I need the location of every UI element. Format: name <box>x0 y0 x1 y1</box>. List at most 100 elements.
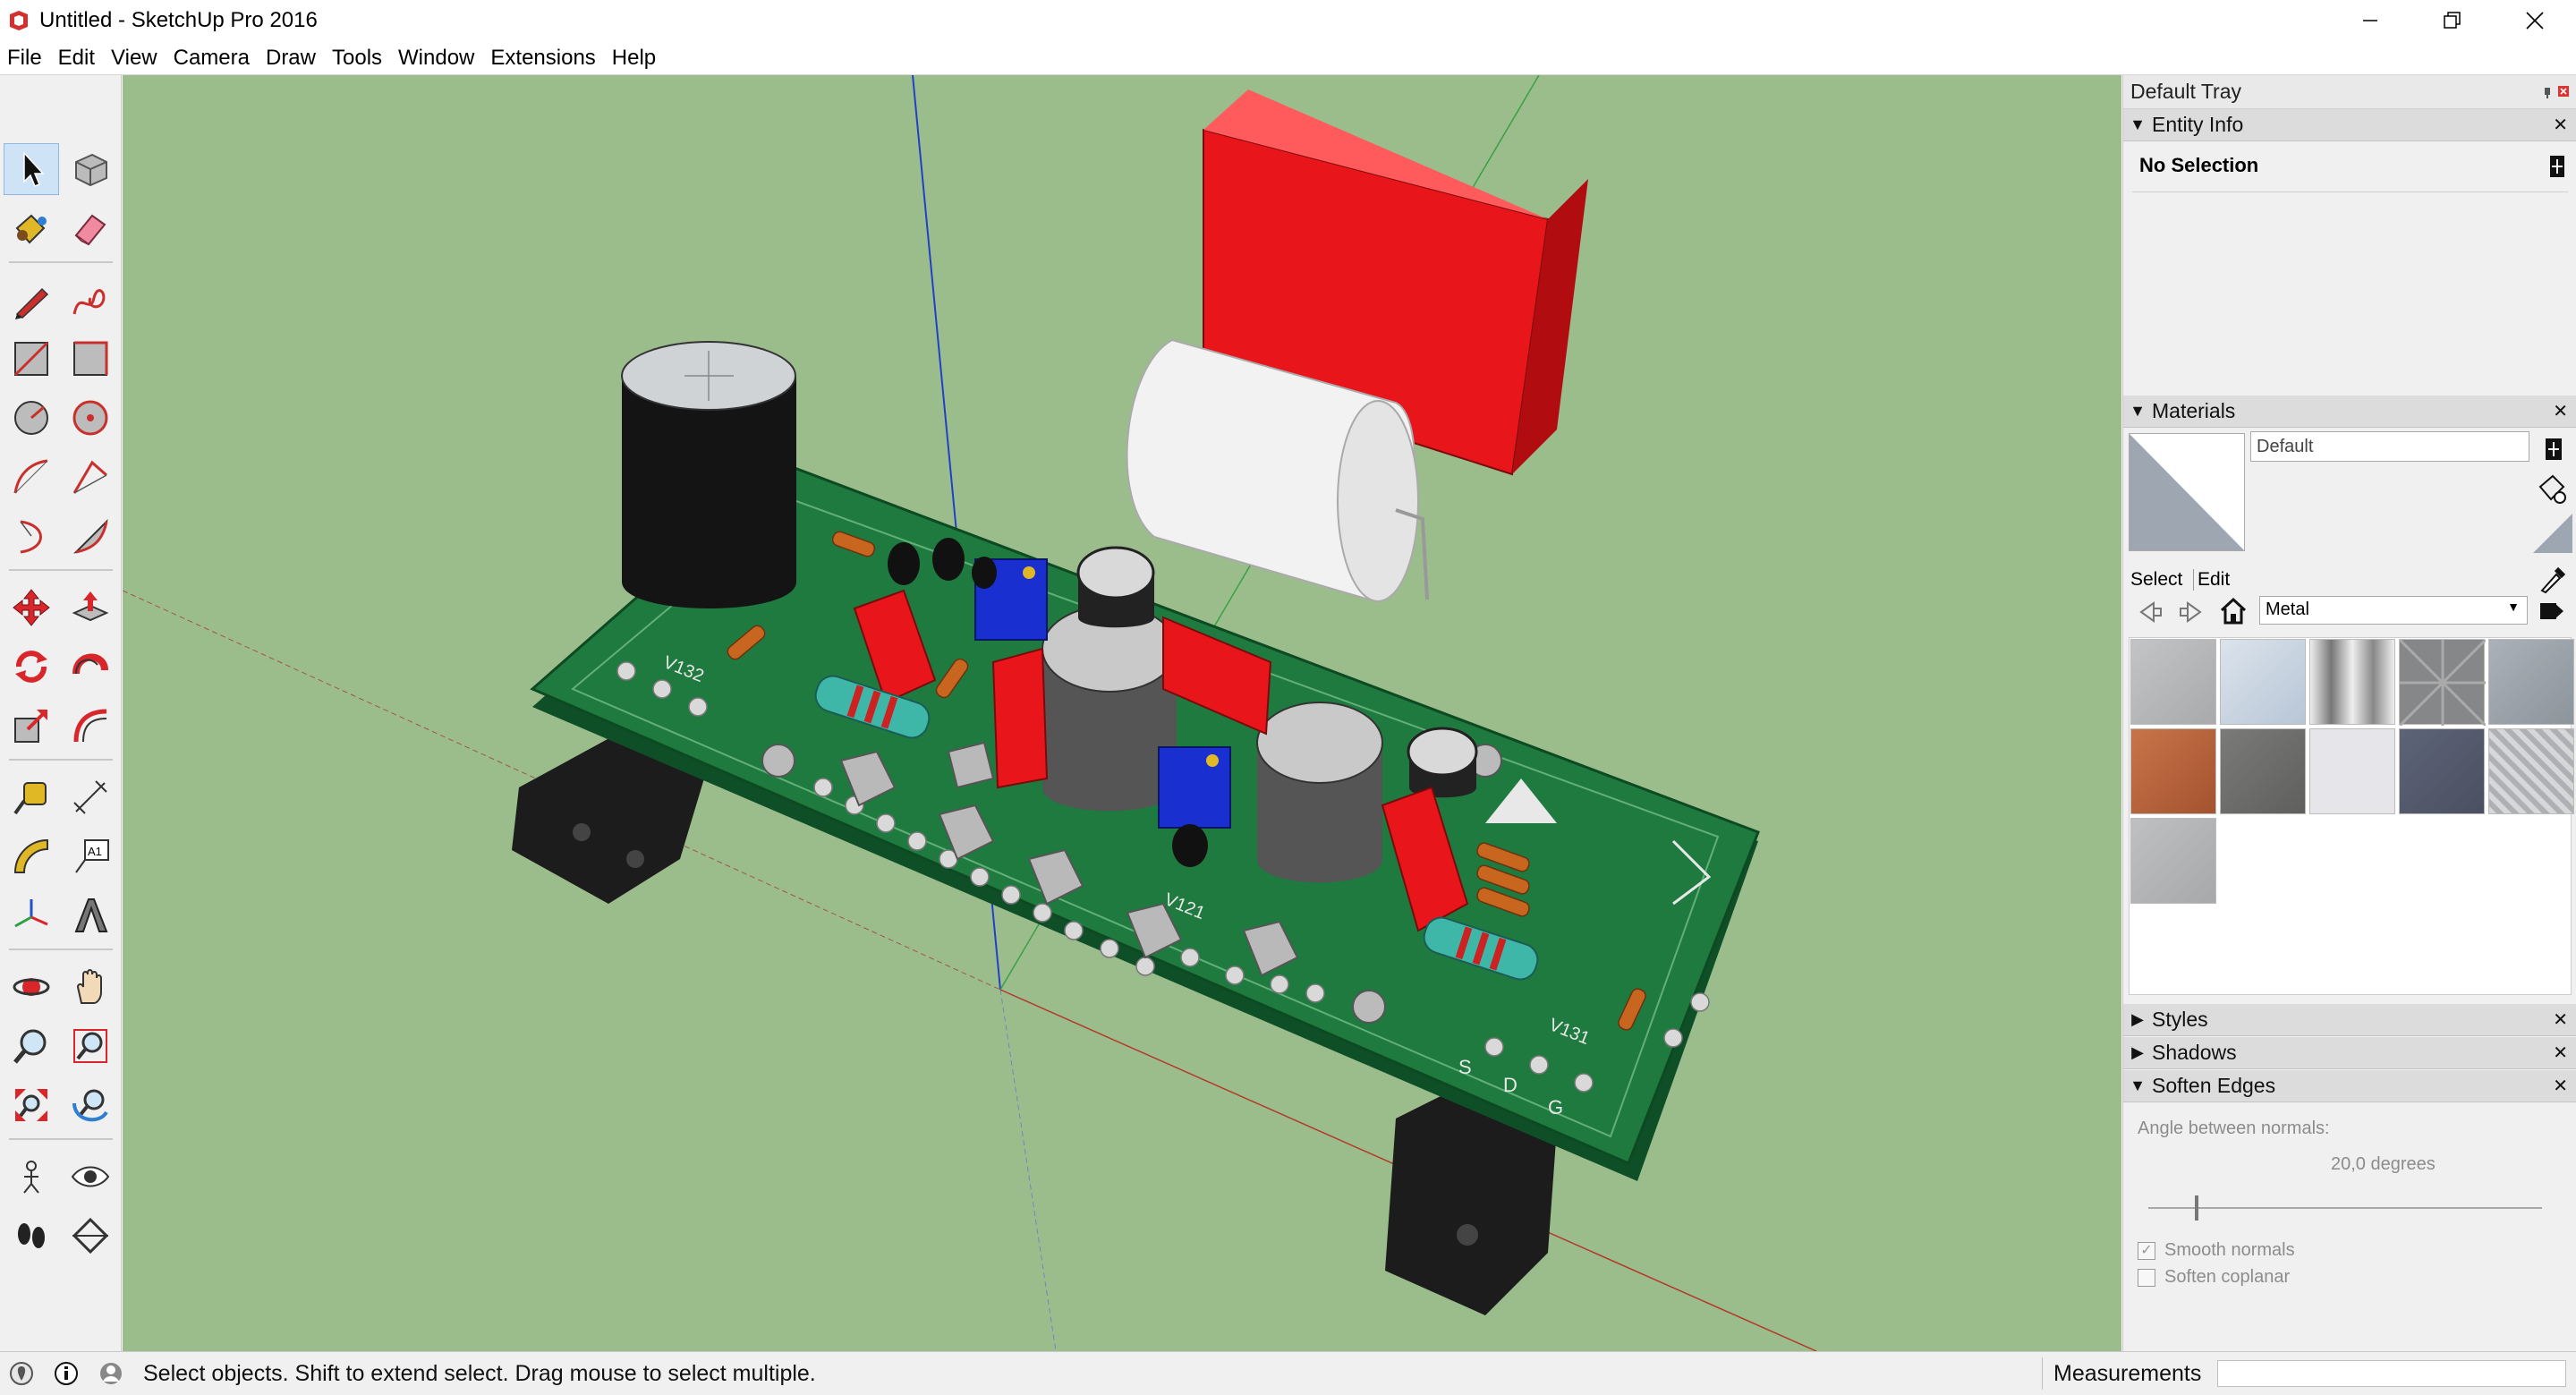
details-arrow-icon[interactable] <box>2538 598 2565 625</box>
menu-extensions[interactable]: Extensions <box>490 45 596 70</box>
offset-tool[interactable] <box>63 700 118 752</box>
arc-tool[interactable] <box>4 451 59 503</box>
close-icon[interactable]: ✕ <box>2553 1043 2568 1063</box>
rotate-tool[interactable] <box>4 641 59 693</box>
geolocation-icon[interactable] <box>9 1361 34 1386</box>
angle-slider-thumb[interactable] <box>2195 1195 2198 1221</box>
zoom-extents-tool[interactable] <box>4 1079 59 1131</box>
three-point-arc-tool[interactable] <box>4 510 59 562</box>
swatch-metal-9[interactable] <box>2399 728 2485 814</box>
axes-tool[interactable] <box>4 889 59 941</box>
freehand-tool[interactable] <box>63 274 118 326</box>
material-preview <box>2129 433 2245 551</box>
angle-slider[interactable] <box>2148 1207 2542 1209</box>
menu-camera[interactable]: Camera <box>173 45 250 70</box>
dimension-tool[interactable] <box>63 771 118 823</box>
circle-tool[interactable] <box>4 392 59 444</box>
make-component-tool[interactable] <box>63 143 118 195</box>
menu-tools[interactable]: Tools <box>332 45 383 70</box>
swatch-metal-3[interactable] <box>2309 639 2395 725</box>
panel-soften-edges[interactable]: ▼ Soften Edges ✕ <box>2123 1070 2576 1102</box>
look-around-tool[interactable] <box>63 1151 118 1203</box>
eraser-tool[interactable] <box>63 202 118 254</box>
forward-arrow-icon[interactable] <box>2179 600 2206 625</box>
paint-bucket-icon[interactable] <box>2537 474 2567 505</box>
close-icon[interactable]: ✕ <box>2553 1010 2568 1030</box>
paint-bucket-tool[interactable] <box>4 202 59 254</box>
swatch-metal-11[interactable] <box>2130 818 2216 904</box>
move-tool[interactable] <box>4 582 59 634</box>
previous-view-tool[interactable] <box>63 1079 118 1131</box>
swatch-metal-1[interactable] <box>2130 639 2216 725</box>
swatch-metal-5[interactable] <box>2488 639 2574 725</box>
material-name-field[interactable] <box>2250 431 2529 462</box>
swatch-metal-2[interactable] <box>2220 639 2306 725</box>
tab-edit[interactable]: Edit <box>2193 569 2230 591</box>
follow-me-tool[interactable] <box>63 641 118 693</box>
panel-materials[interactable]: ▼ Materials ✕ <box>2123 396 2576 428</box>
orbit-icon <box>13 978 50 996</box>
3d-text-tool[interactable] <box>63 889 118 941</box>
push-pull-tool[interactable] <box>63 582 118 634</box>
tray-close-icon[interactable] <box>2558 85 2569 97</box>
close-button[interactable] <box>2494 0 2576 41</box>
swatch-metal-4[interactable] <box>2398 638 2487 727</box>
orbit-tool[interactable] <box>4 961 59 1013</box>
menu-view[interactable]: View <box>111 45 157 70</box>
minimize-button[interactable] <box>2329 0 2411 41</box>
create-material-icon[interactable] <box>2544 437 2563 462</box>
material-library-select[interactable]: Metal ▼ <box>2259 596 2528 625</box>
menu-file[interactable]: File <box>7 45 42 70</box>
swatch-metal-7[interactable] <box>2220 728 2306 814</box>
pin-icon[interactable] <box>2542 86 2553 98</box>
text-tool[interactable]: A1 <box>63 830 118 882</box>
select-tool[interactable] <box>4 143 59 195</box>
two-point-arc-tool[interactable] <box>63 451 118 503</box>
line-tool[interactable] <box>4 274 59 326</box>
user-account-icon[interactable] <box>98 1361 123 1386</box>
close-icon[interactable]: ✕ <box>2553 1076 2568 1096</box>
tab-select[interactable]: Select <box>2130 569 2183 590</box>
credits-info-icon[interactable] <box>54 1361 79 1386</box>
panel-entity-info[interactable]: ▼ Entity Info ✕ <box>2123 109 2576 141</box>
home-icon[interactable] <box>2218 596 2249 626</box>
zoom-window-tool[interactable] <box>63 1020 118 1072</box>
panel-styles[interactable]: ▶ Styles ✕ <box>2123 1004 2576 1036</box>
model-viewport[interactable]: V132 V121 V131 S D G <box>123 75 2121 1351</box>
back-arrow-icon[interactable] <box>2136 600 2163 625</box>
dimension-icon <box>73 780 107 814</box>
component-details-icon[interactable] <box>2548 154 2566 179</box>
restore-button[interactable] <box>2411 0 2494 41</box>
menu-help[interactable]: Help <box>611 45 657 70</box>
section-plane-tool[interactable] <box>63 1210 118 1262</box>
pie-tool[interactable] <box>63 510 118 562</box>
polygon-tool[interactable] <box>63 392 118 444</box>
walk-tool[interactable] <box>4 1210 59 1262</box>
panel-shadows[interactable]: ▶ Shadows ✕ <box>2123 1037 2576 1069</box>
swatch-metal-6[interactable] <box>2130 728 2216 814</box>
close-icon[interactable]: ✕ <box>2553 115 2568 135</box>
menu-draw[interactable]: Draw <box>265 45 316 70</box>
look-around-icon <box>71 1166 110 1187</box>
tape-measure-tool[interactable] <box>4 771 59 823</box>
smooth-normals-checkbox[interactable]: ✓ <box>2138 1242 2155 1260</box>
menu-window[interactable]: Window <box>398 45 475 70</box>
position-camera-tool[interactable] <box>4 1151 59 1203</box>
tray-title-bar: Default Tray <box>2123 75 2576 109</box>
rotated-rectangle-icon <box>73 341 108 376</box>
pan-tool[interactable] <box>63 961 118 1013</box>
zoom-tool[interactable] <box>4 1020 59 1072</box>
swatch-metal-8[interactable] <box>2309 728 2395 814</box>
menu-edit[interactable]: Edit <box>57 45 96 70</box>
svg-text:A1: A1 <box>88 845 102 858</box>
protractor-tool[interactable] <box>4 830 59 882</box>
swatch-metal-10[interactable] <box>2488 728 2574 814</box>
rectangle-tool[interactable] <box>4 333 59 385</box>
eyedropper-icon[interactable] <box>2538 564 2567 594</box>
rotated-rectangle-tool[interactable] <box>63 333 118 385</box>
select-icon <box>23 151 45 187</box>
soften-coplanar-checkbox[interactable] <box>2138 1269 2155 1287</box>
measurements-input[interactable] <box>2217 1360 2566 1387</box>
close-icon[interactable]: ✕ <box>2553 402 2568 421</box>
scale-tool[interactable] <box>4 700 59 752</box>
